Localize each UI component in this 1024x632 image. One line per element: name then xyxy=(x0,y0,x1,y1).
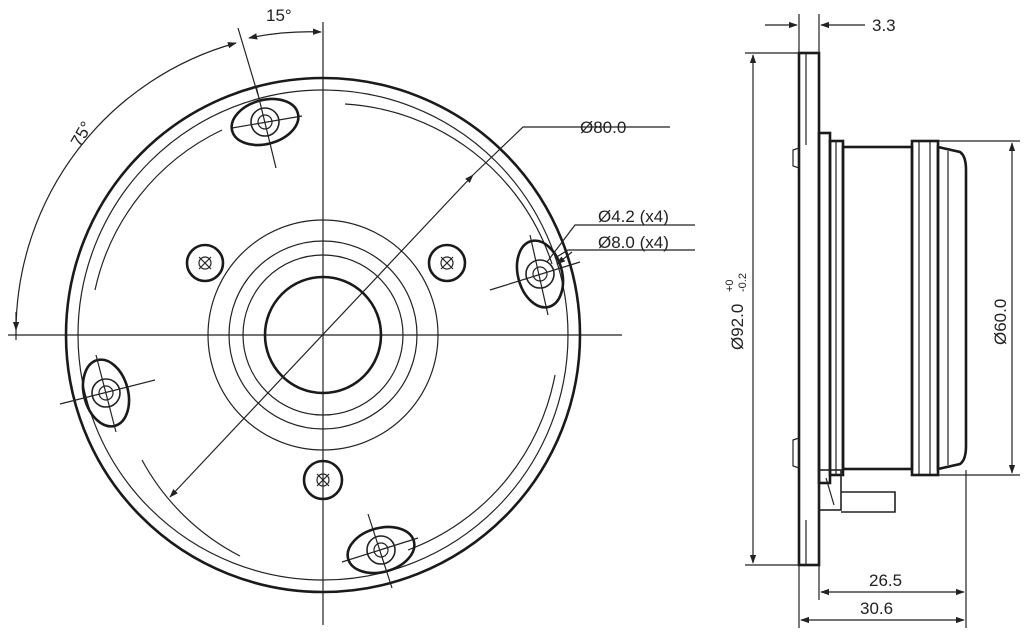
angle-75-label: 75° xyxy=(67,118,96,150)
counterbore-diameter-label: Ø8.0 (x4) xyxy=(598,233,669,252)
body-diameter-label: Ø60.0 xyxy=(991,299,1010,345)
mounting-arc-segments xyxy=(94,103,556,557)
angle-75-arc xyxy=(12,42,237,331)
mounting-hole-right xyxy=(489,234,581,316)
hole-diameter-leader xyxy=(546,224,695,263)
hole-diameter-label: Ø4.2 (x4) xyxy=(598,207,669,226)
screw-left xyxy=(185,243,225,283)
angle-extension-line xyxy=(237,27,259,96)
faceplate-diameter-label: Ø92.0 xyxy=(728,304,747,350)
side-flange-1 xyxy=(817,131,832,485)
flange-thickness-label: 3.3 xyxy=(872,16,896,35)
mounting-hole-bottom xyxy=(341,513,419,589)
side-magnet-ring xyxy=(910,139,940,477)
body-depth-label: 26.5 xyxy=(869,571,902,590)
counterbore-diameter-leader xyxy=(554,249,695,259)
bolt-circle-dimension-line xyxy=(169,174,474,498)
bolt-circle-leader xyxy=(472,126,670,176)
angle-15-label: 15° xyxy=(266,6,292,25)
screw-right xyxy=(427,243,467,283)
mounting-hole-top xyxy=(230,85,303,169)
side-faceplate xyxy=(797,51,821,567)
mounting-hole-left xyxy=(59,354,156,433)
total-depth-label: 30.6 xyxy=(860,599,893,618)
front-view: Ø80.0 Ø4.2 (x4) Ø8.0 (x4) 15° 75° xyxy=(8,6,695,625)
faceplate-tol-lower: -0.2 xyxy=(737,273,749,292)
faceplate-tol-upper: +0 xyxy=(724,279,736,292)
faceplate-outline xyxy=(64,76,582,594)
side-view: 3.3 Ø92.0 +0 -0.2 Ø60.0 26.5 30.6 xyxy=(724,14,1020,628)
side-rear-cap xyxy=(936,145,968,471)
angle-15-arc xyxy=(248,28,322,40)
side-body xyxy=(841,145,914,471)
faceplate-bevel xyxy=(77,89,569,581)
bolt-circle-diameter-label: Ø80.0 xyxy=(580,118,626,137)
